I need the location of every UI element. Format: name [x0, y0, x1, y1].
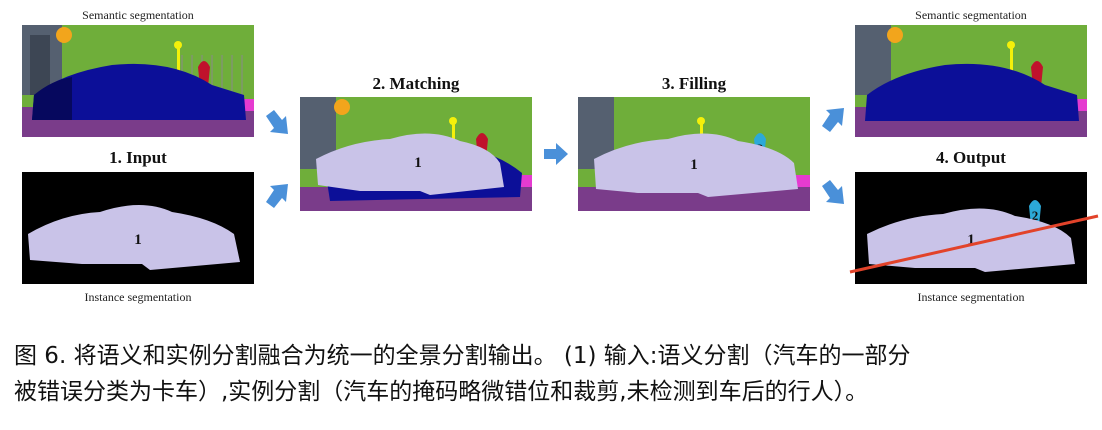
arrow-down-right-icon — [266, 110, 288, 134]
instance-segmentation-caption-left: Instance segmentation — [84, 290, 192, 304]
instance-id-label: 1 — [967, 232, 975, 248]
step-2-title: 2. Matching — [372, 74, 460, 93]
step-3-title: 3. Filling — [661, 74, 727, 93]
figure-caption-line-2: 被错误分类为卡车）,实例分割（汽车的掩码略微错位和裁剪,未检测到车后的行人）。 — [14, 379, 869, 405]
arrow-right-icon — [544, 143, 568, 165]
output-instance-panel: 2 1 — [855, 172, 1087, 284]
instance-id-label: 1 — [134, 232, 142, 248]
output-semantic-panel — [855, 25, 1087, 137]
input-instance-panel: 1 — [22, 172, 254, 284]
arrow-up-right-icon — [266, 184, 288, 208]
figure-caption-line-1: 图 6. 将语义和实例分割融合为统一的全景分割输出。 (1) 输入:语义分割（汽… — [14, 343, 911, 369]
input-semantic-panel — [22, 25, 254, 137]
step-1-title: 1. Input — [109, 148, 167, 167]
arrow-up-right-icon — [822, 108, 844, 132]
arrow-down-right-icon — [822, 180, 844, 204]
semantic-segmentation-caption-left: Semantic segmentation — [82, 8, 194, 22]
figure-caption: 图 6. 将语义和实例分割融合为统一的全景分割输出。 (1) 输入:语义分割（汽… — [14, 338, 1089, 410]
instance-id-label: 1 — [690, 157, 698, 173]
semantic-segmentation-caption-right: Semantic segmentation — [915, 8, 1027, 22]
instance-id-label: 1 — [414, 155, 422, 171]
matching-panel: 1 — [300, 97, 532, 211]
red-annotation-line — [849, 214, 1099, 274]
instance-id-label: 2 — [1032, 208, 1039, 223]
filling-panel: 2 1 — [578, 97, 810, 211]
step-4-title: 4. Output — [936, 148, 1006, 167]
instance-segmentation-caption-right: Instance segmentation — [917, 290, 1025, 304]
